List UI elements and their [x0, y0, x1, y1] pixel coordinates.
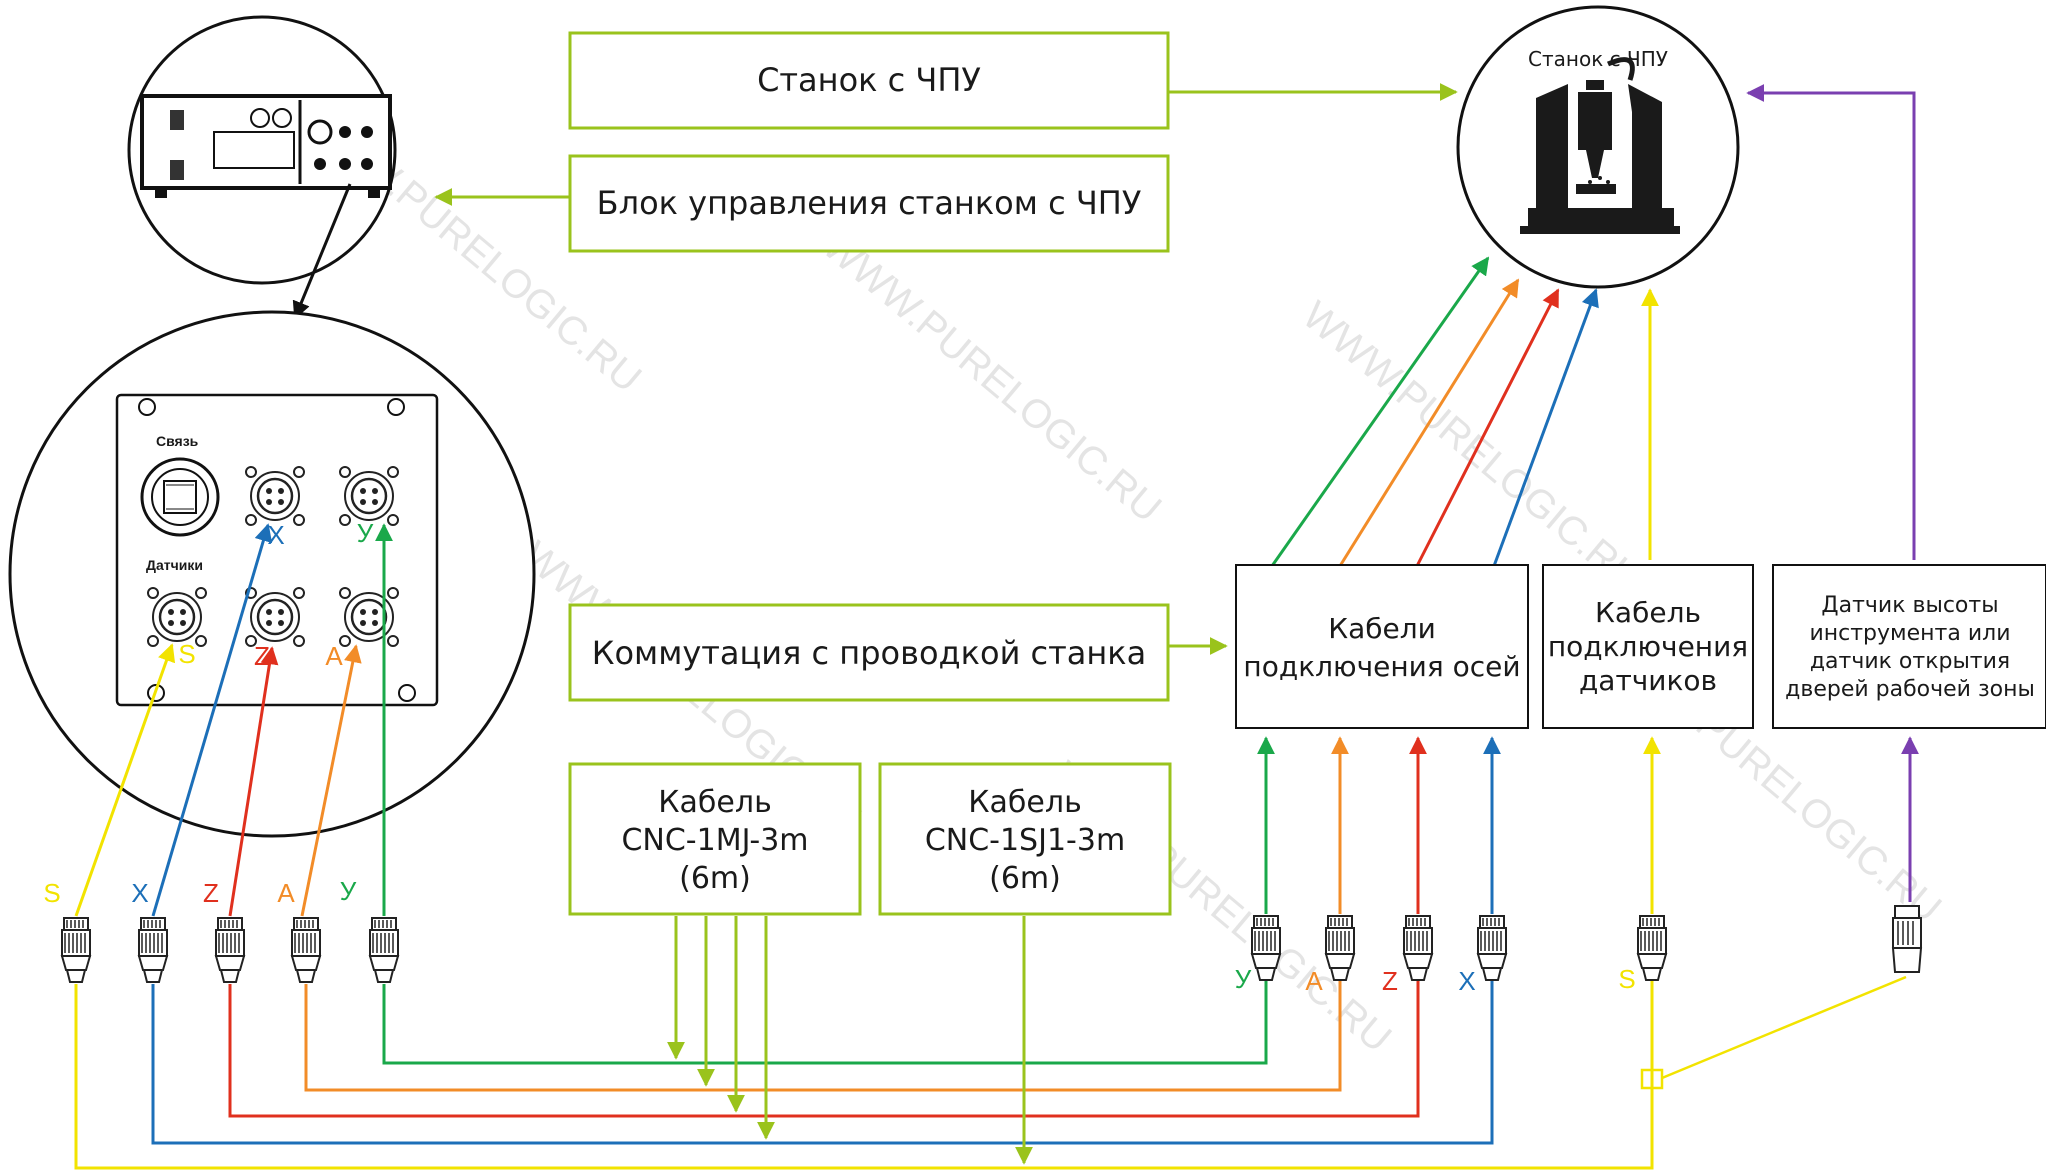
control-unit-image	[140, 94, 392, 198]
height-sensor-line-2: инструмента или	[1809, 621, 2010, 646]
box-cable-mj: Кабель CNC-1MJ-3m (6m)	[568, 762, 862, 916]
connector-s-left	[61, 917, 91, 983]
left-label-s: S	[43, 878, 60, 908]
zoom-arrow	[292, 183, 352, 320]
connector-a-left	[291, 917, 321, 983]
socket-z	[244, 586, 306, 648]
connector-x-right	[1477, 915, 1507, 981]
left-label-a: A	[277, 878, 295, 908]
panel-label-a: A	[325, 641, 343, 671]
connector-y-left	[369, 917, 399, 983]
height-sensor-line-4: дверей рабочей зоны	[1785, 677, 2035, 702]
connector-z-right	[1403, 915, 1433, 981]
cnc-machine-circle-label: Станок с ЧПУ	[1528, 47, 1668, 71]
left-cables	[74, 523, 393, 917]
right-label-s: S	[1618, 964, 1635, 994]
socket-y	[338, 465, 400, 527]
axis-cables-line-1: Кабели	[1328, 612, 1436, 645]
panel-label-s: S	[178, 639, 195, 669]
bus-lines	[74, 975, 1907, 1170]
box-cnc-machine: Станок с ЧПУ	[568, 31, 1170, 130]
box-sensor-cable: Кабель подключения датчиков	[1542, 564, 1754, 729]
socket-s	[146, 586, 208, 648]
panel-label-y: У	[357, 518, 374, 548]
socket-x	[244, 465, 306, 527]
cable-mj-line-3: (6m)	[679, 861, 751, 896]
cable-sj-line-1: Кабель	[968, 785, 1082, 820]
box-control-unit: Блок управления станком с ЧПУ	[568, 154, 1170, 253]
right-label-z: Z	[1382, 966, 1398, 996]
sensors-label: Датчики	[146, 557, 203, 573]
left-label-z: Z	[203, 878, 219, 908]
link-label: Связь	[156, 433, 199, 449]
height-sensor-line-1: Датчик высоты	[1821, 593, 1998, 618]
box-wiring: Коммутация с проводкой станка	[568, 603, 1170, 702]
panel-label-x: X	[267, 520, 284, 550]
cable-sj-line-3: (6m)	[989, 861, 1061, 896]
cnc-machine-circle: Станок с ЧПУ	[1456, 5, 1740, 289]
box-height-sensor: Датчик высоты инструмента или датчик отк…	[1772, 564, 2046, 729]
watermark-text: WWW.PURELOGIC.RU	[814, 223, 1169, 531]
cable-mj-line-1: Кабель	[658, 785, 772, 820]
box-wiring-label: Коммутация с проводкой станка	[592, 634, 1146, 672]
right-label-a: A	[1305, 966, 1323, 996]
height-sensor-line-3: датчик открытия	[1810, 649, 2010, 674]
cnc-machine-icon	[1520, 57, 1680, 234]
left-label-x: X	[131, 878, 148, 908]
sensor-cable-line-2: подключения	[1548, 630, 1748, 663]
cable-sj-line-2: CNC-1SJ1-3m	[925, 823, 1125, 858]
socket-a	[338, 586, 400, 648]
connector-up-arrows	[1257, 736, 1919, 914]
box-axis-cables: Кабели подключения осей	[1235, 564, 1529, 729]
ethernet-port	[140, 457, 220, 537]
height-sensor-connector	[1891, 905, 1923, 973]
connector-x-left	[138, 917, 168, 983]
machine-input-arrows	[1270, 84, 1916, 567]
sensor-cable-line-3: датчиков	[1579, 664, 1717, 697]
left-label-y: У	[340, 876, 357, 906]
right-label-x: X	[1458, 966, 1475, 996]
cable-mj-line-2: CNC-1MJ-3m	[621, 823, 808, 858]
box-cnc-machine-label: Станок с ЧПУ	[757, 61, 981, 99]
axis-cables-line-2: подключения осей	[1243, 650, 1520, 683]
box-control-unit-label: Блок управления станком с ЧПУ	[597, 184, 1142, 222]
sensor-cable-line-1: Кабель	[1595, 596, 1701, 629]
right-label-y: У	[1235, 964, 1252, 994]
connector-z-left	[215, 917, 245, 983]
front-panel: Связь Датчики X У S Z A	[115, 393, 439, 707]
box-cable-sj: Кабель CNC-1SJ1-3m (6m)	[878, 762, 1172, 916]
lime-arrows	[434, 83, 1458, 1165]
connector-s-right	[1637, 915, 1667, 981]
